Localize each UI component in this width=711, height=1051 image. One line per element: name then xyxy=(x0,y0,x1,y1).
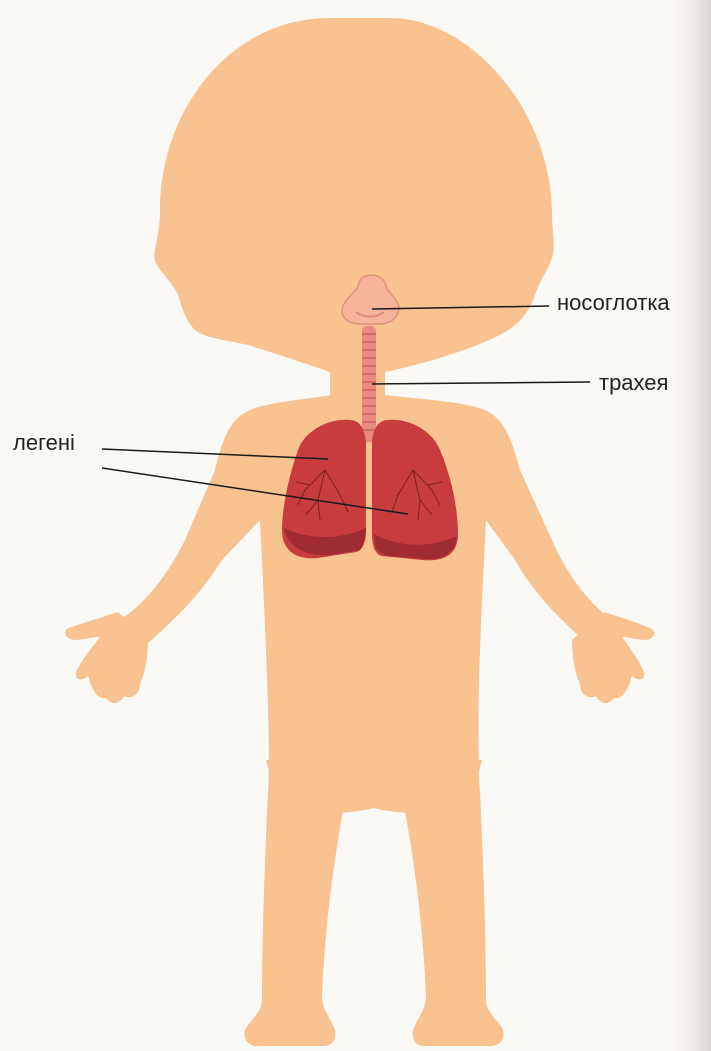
page-edge-shadow xyxy=(671,0,711,1051)
left-leg xyxy=(244,790,345,1046)
head xyxy=(155,18,554,400)
trachea-leader xyxy=(372,382,590,384)
crotch xyxy=(266,760,482,813)
label-nasopharynx: носоглотка xyxy=(557,292,670,314)
label-lungs: легені xyxy=(13,432,75,454)
label-trachea: трахея xyxy=(599,372,668,394)
right-leg xyxy=(403,790,504,1046)
